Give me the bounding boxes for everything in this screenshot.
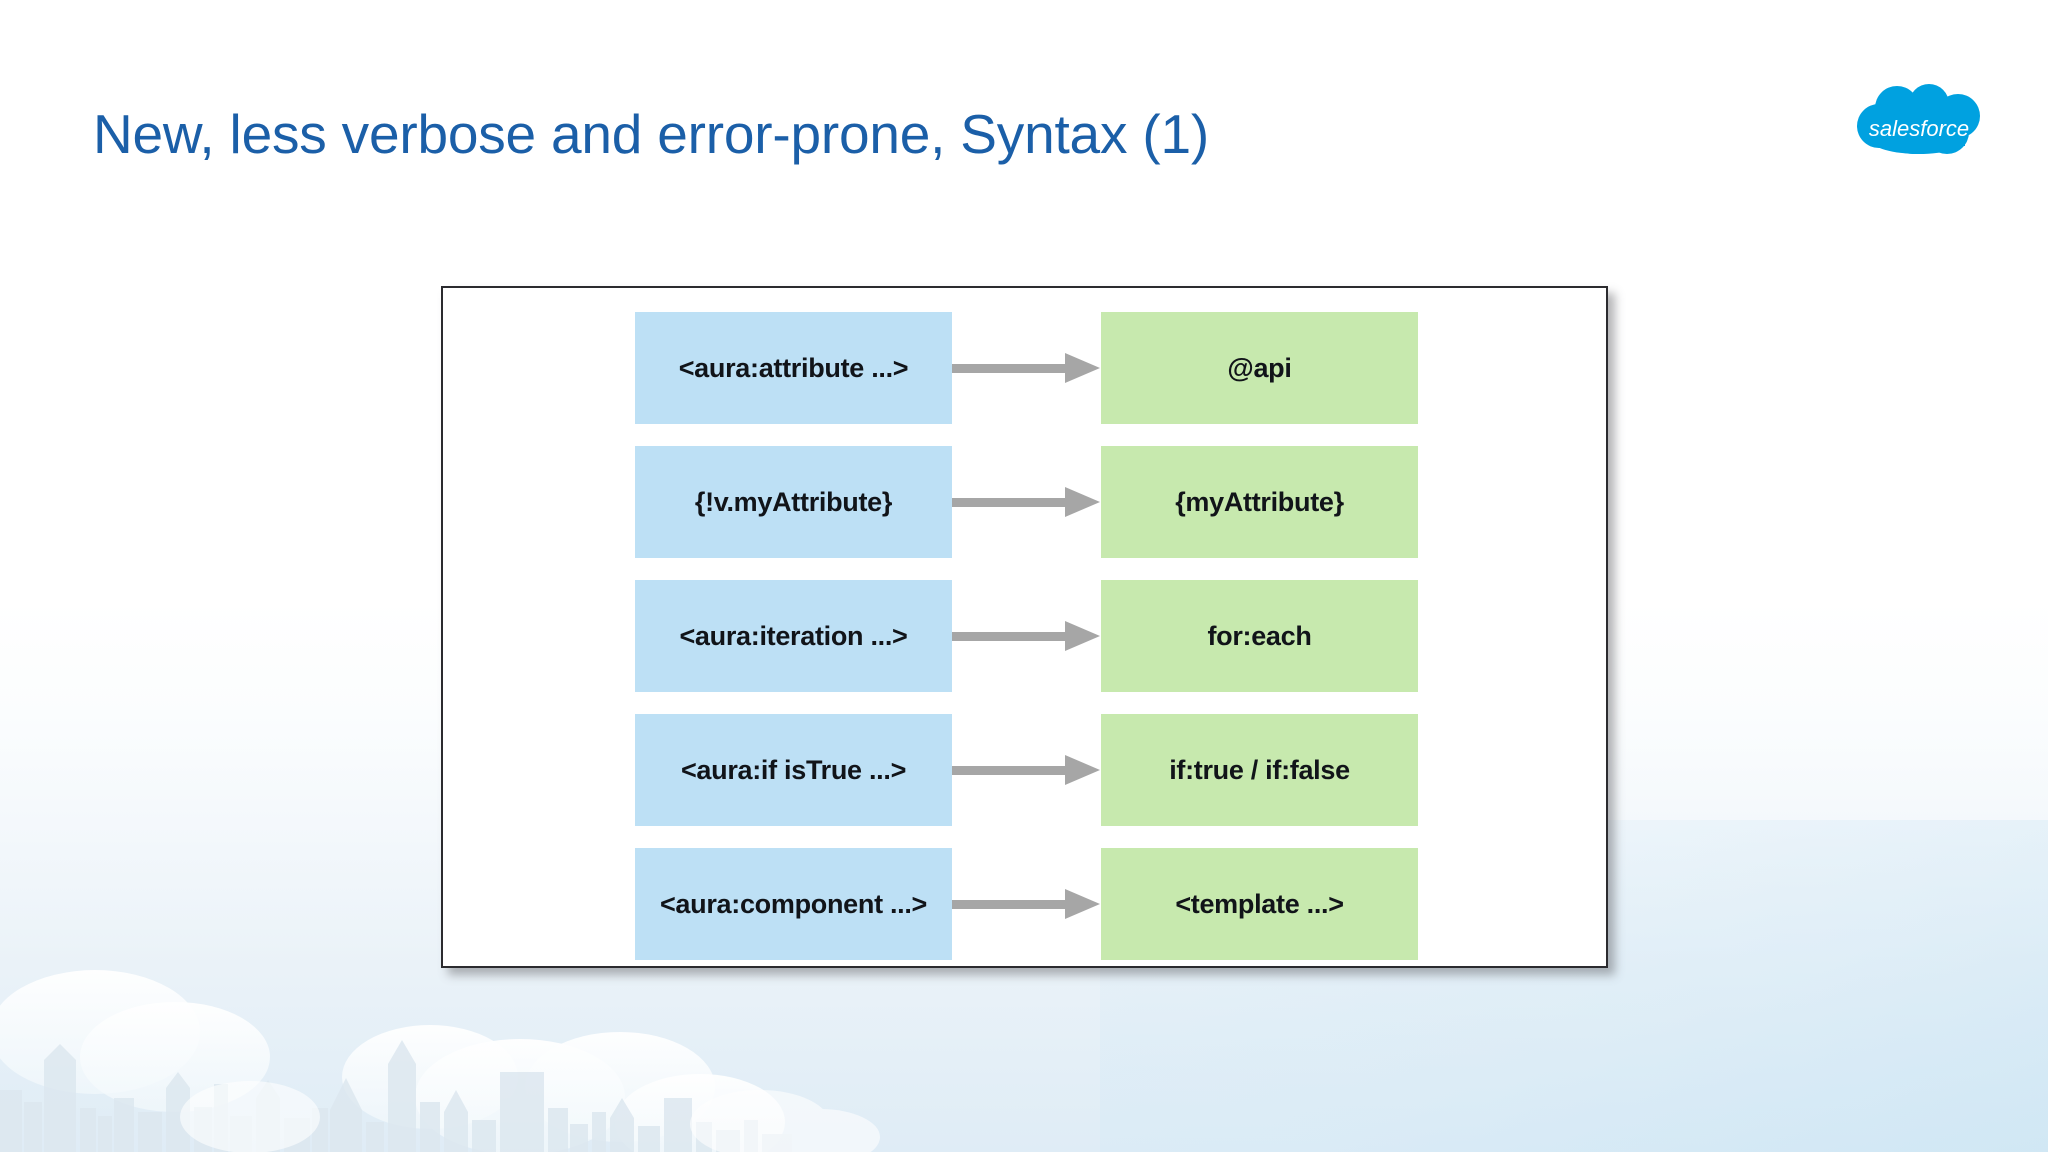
aura-syntax-box: <aura:component ...> — [635, 848, 952, 960]
aura-syntax-box: <aura:if isTrue ...> — [635, 714, 952, 826]
mapping-row: <aura:attribute ...> @api — [443, 312, 1606, 424]
syntax-mapping-diagram: <aura:attribute ...> @api {!v.myAttribut… — [441, 286, 1608, 968]
aura-syntax-box: <aura:iteration ...> — [635, 580, 952, 692]
page-title: New, less verbose and error-prone, Synta… — [93, 103, 1209, 165]
salesforce-wordmark: salesforce — [1869, 116, 1969, 141]
arrow-shaft — [952, 900, 1070, 909]
arrow-head — [1065, 487, 1100, 517]
arrow-head — [1065, 353, 1100, 383]
arrow-right-icon — [952, 487, 1100, 517]
arrow-head — [1065, 621, 1100, 651]
arrow-right-icon — [952, 889, 1100, 919]
lwc-syntax-box: if:true / if:false — [1101, 714, 1418, 826]
aura-syntax-box: <aura:attribute ...> — [635, 312, 952, 424]
salesforce-cloud-logo: salesforce — [1855, 82, 1995, 158]
arrow-shaft — [952, 364, 1070, 373]
arrow-right-icon — [952, 353, 1100, 383]
arrow-shaft — [952, 766, 1070, 775]
arrow-right-icon — [952, 755, 1100, 785]
mapping-row: <aura:iteration ...> for:each — [443, 580, 1606, 692]
lwc-syntax-box: @api — [1101, 312, 1418, 424]
lwc-syntax-box: for:each — [1101, 580, 1418, 692]
arrow-head — [1065, 755, 1100, 785]
mapping-row: <aura:component ...> <template ...> — [443, 848, 1606, 960]
arrow-shaft — [952, 498, 1070, 507]
lwc-syntax-box: <template ...> — [1101, 848, 1418, 960]
arrow-head — [1065, 889, 1100, 919]
lwc-syntax-box: {myAttribute} — [1101, 446, 1418, 558]
arrow-right-icon — [952, 621, 1100, 651]
arrow-shaft — [952, 632, 1070, 641]
mapping-row: <aura:if isTrue ...> if:true / if:false — [443, 714, 1606, 826]
aura-syntax-box: {!v.myAttribute} — [635, 446, 952, 558]
mapping-row: {!v.myAttribute} {myAttribute} — [443, 446, 1606, 558]
mapping-rows: <aura:attribute ...> @api {!v.myAttribut… — [443, 288, 1606, 966]
